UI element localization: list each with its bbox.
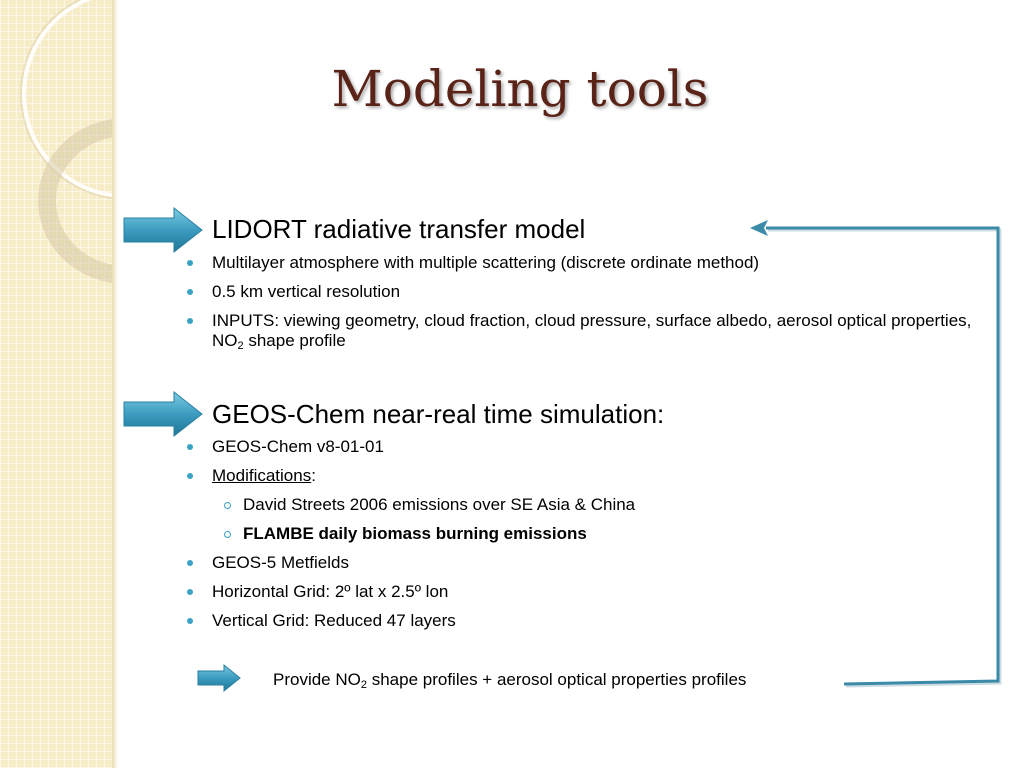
- subscript: 2: [360, 679, 367, 691]
- sub-list-item: David Streets 2006 emissions over SE Asi…: [184, 495, 984, 515]
- modifications-label: Modifications: [212, 466, 312, 485]
- list-item: Vertical Grid: Reduced 47 layers: [184, 611, 984, 631]
- lidort-bullet-list: Multilayer atmosphere with multiple scat…: [184, 253, 984, 360]
- slide-title: Modeling tools: [331, 60, 709, 118]
- provide-profiles-line: Provide NO2 shape profiles + aerosol opt…: [273, 670, 747, 691]
- section-heading-geos-chem: GEOS-Chem near-real time simulation:: [212, 399, 665, 429]
- arrow-right-icon: [123, 206, 203, 254]
- list-item: Multilayer atmosphere with multiple scat…: [184, 253, 984, 273]
- list-item: GEOS-5 Metfields: [184, 553, 984, 573]
- geos-chem-bullet-list: GEOS-Chem v8-01-01 Modifications: David …: [184, 437, 984, 640]
- list-item: 0.5 km vertical resolution: [184, 282, 984, 302]
- background-band-edge: [112, 0, 118, 768]
- list-item: INPUTS: viewing geometry, cloud fraction…: [184, 311, 984, 352]
- arrowhead-left-icon: [750, 220, 768, 236]
- subscript: 2: [237, 340, 244, 352]
- provide-text: Provide NO: [273, 670, 361, 689]
- arrow-right-icon: [197, 663, 241, 693]
- list-item: Horizontal Grid: 2º lat x 2.5º lon: [184, 582, 984, 602]
- sub-list-item: FLAMBE daily biomass burning emissions: [184, 524, 984, 544]
- modifications-colon: :: [311, 466, 316, 485]
- inputs-text-end: shape profile: [243, 331, 346, 350]
- feedback-connector-arrow: [750, 220, 1002, 688]
- arrow-right-icon: [123, 390, 203, 438]
- list-item: Modifications:: [184, 466, 984, 486]
- provide-text-end: shape profiles + aerosol optical propert…: [367, 670, 747, 689]
- section-heading-lidort: LIDORT radiative transfer model: [212, 214, 586, 244]
- decorative-background-band: [0, 0, 114, 768]
- list-item: GEOS-Chem v8-01-01: [184, 437, 984, 457]
- inputs-text: INPUTS: viewing geometry, cloud fraction…: [212, 311, 972, 350]
